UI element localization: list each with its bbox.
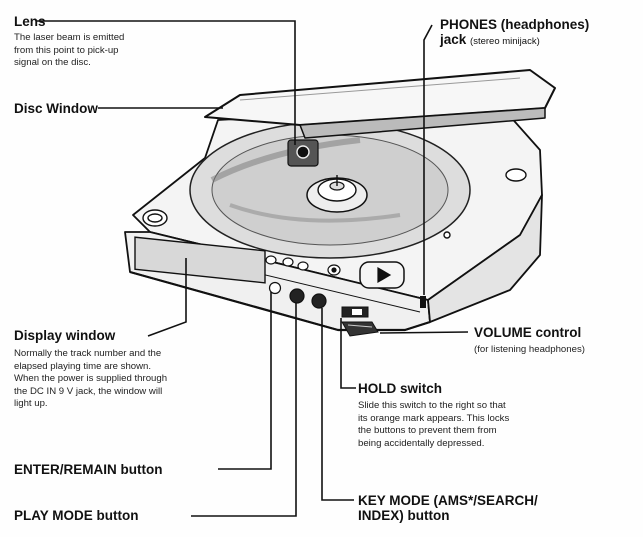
phones-jack — [420, 296, 426, 308]
body-details — [142, 168, 527, 239]
front-buttons — [268, 281, 327, 309]
hold-switch-label: HOLD switch — [358, 381, 443, 396]
lens-label: Lens — [14, 14, 46, 29]
display-window — [134, 236, 266, 284]
display-window-label: Display window — [14, 328, 116, 343]
play-mode-button-label: PLAY MODE button — [14, 508, 139, 523]
disc-spindle — [306, 175, 368, 213]
hold-switch — [341, 306, 369, 318]
key-mode-button-label: KEY MODE (AMS*/SEARCH/ INDEX) button — [358, 493, 538, 523]
hold-switch-description: Slide this switch to the right so that i… — [358, 400, 510, 449]
phones-jack-note: (stereo minijack) — [470, 36, 540, 47]
laser-lens — [287, 139, 319, 167]
open-lid — [204, 69, 556, 139]
display-window-description: Normally the track number and the elapse… — [14, 348, 168, 410]
enter-remain-button-label: ENTER/REMAIN button — [14, 462, 163, 477]
leader-lines — [36, 20, 469, 517]
phones-jack-label: PHONES (headphones) jack (stereo minijac… — [440, 17, 590, 47]
volume-control-note: (for listening headphones) — [474, 344, 585, 355]
lens-description: The laser beam is emitted from this poin… — [14, 32, 125, 69]
volume-wheel — [341, 321, 379, 337]
volume-control-label: VOLUME control — [474, 325, 582, 340]
top-buttons — [265, 255, 405, 289]
disc-window-label: Disc Window — [14, 101, 98, 116]
